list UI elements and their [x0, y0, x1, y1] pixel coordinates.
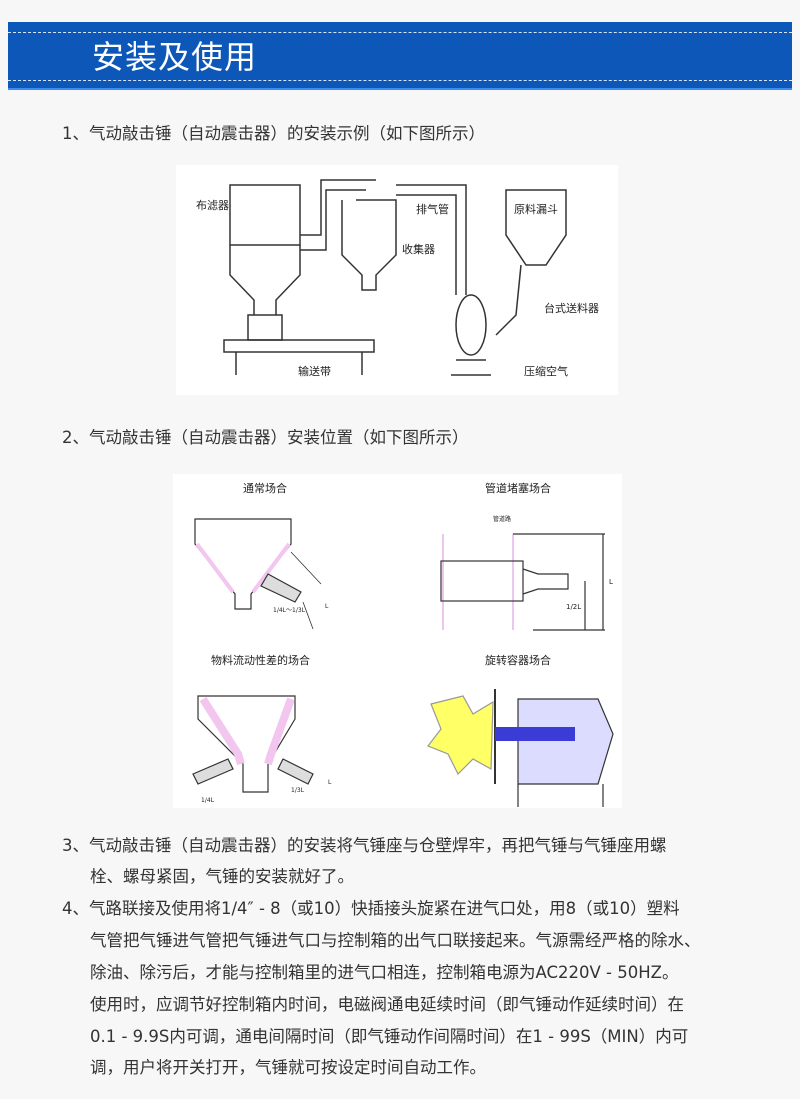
installation-position-figure: 通常场合 管道堵塞场合 物料流动性差的场合 旋转容器场合 1/4L～1/3L L… [173, 474, 622, 808]
label-L-pipe: L [609, 578, 613, 586]
label-half: 1/2L [566, 603, 581, 611]
label-quarter: 1/4L [201, 797, 215, 804]
label-L: L [325, 603, 329, 610]
label-hopper: 原料漏斗 [514, 202, 558, 216]
item-4-line: 0.1 - 9.9S内可调，通电间隔时间（即气锤动作间隔时间）在1 - 99S（… [90, 1027, 689, 1046]
label-third: 1/3L [291, 787, 305, 794]
label-pipe: 管道路 [493, 515, 511, 523]
item-4-line: 气管把气锤进气管把气锤进气口与控制箱的出气口联接起来。气源需经严格的除水、 [90, 931, 701, 950]
installation-example-figure: 布滤器 排气管 原料漏斗 收集器 台式送料器 输送带 压缩空气 [176, 165, 618, 395]
item-4-line: 使用时，应调节好控制箱内时间，电磁阀通电延续时间（即气锤动作延续时间）在 [90, 995, 684, 1014]
title-rotating: 旋转容器场合 [485, 653, 551, 667]
item-4-line: 调，用户将开关打开，气锤就可按设定时间自动工作。 [90, 1058, 486, 1077]
title-poor-flow: 物料流动性差的场合 [211, 653, 310, 667]
section-header: 安装及使用 [8, 22, 792, 90]
item-2-text: 2、气动敲击锤（自动震击器）安装位置（如下图所示） [62, 428, 469, 447]
label-feeder: 台式送料器 [544, 301, 599, 315]
section-title: 安装及使用 [92, 38, 258, 76]
item-4-line: 除油、除污后，才能与控制箱里的进气口相连，控制箱电源为AC220V - 50HZ… [90, 963, 679, 982]
item-1-text: 1、气动敲击锤（自动震击器）的安装示例（如下图所示） [62, 124, 485, 143]
label-L-poor: L [328, 779, 332, 786]
header-dashed-line [8, 80, 792, 81]
label-collector: 收集器 [402, 242, 435, 256]
title-pipe-blocked: 管道堵塞场合 [485, 481, 551, 495]
header-dashed-line [8, 32, 792, 33]
label-air: 压缩空气 [524, 364, 568, 378]
item-3-line: 栓、螺母紧固，气锤的安装就好了。 [90, 867, 354, 886]
label-exhaust: 排气管 [416, 202, 449, 216]
title-normal: 通常场合 [243, 481, 287, 495]
label-conveyor: 输送带 [298, 364, 331, 378]
label-filter: 布滤器 [196, 199, 229, 212]
item-3-line: 3、气动敲击锤（自动震击器）的安装将气锤座与仓壁焊牢，再把气锤与气锤座用螺 [62, 836, 667, 855]
item-4-line: 4、气路联接及使用将1/4″ - 8（或10）快插接头旋紧在进气口处，用8（或1… [62, 899, 680, 918]
label-quarter-third: 1/4L～1/3L [273, 607, 306, 614]
